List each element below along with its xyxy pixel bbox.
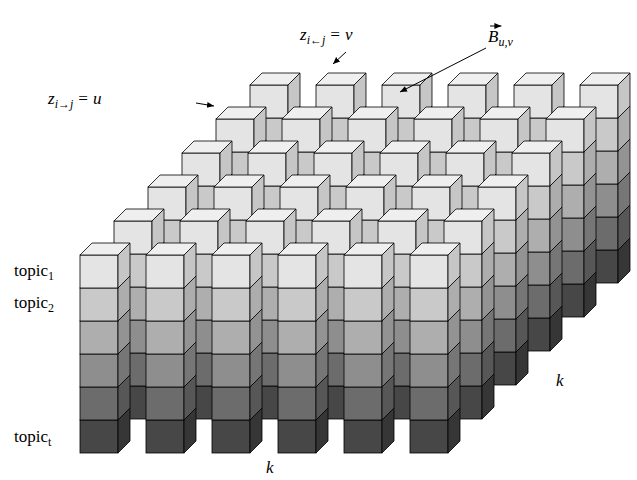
- topic-cube: [410, 243, 460, 288]
- label-text: z: [48, 89, 55, 108]
- label-text: topic: [14, 427, 48, 446]
- variable-label: zi→j= u: [48, 90, 102, 110]
- topic-label: topic2: [14, 294, 54, 314]
- label-text: topic: [14, 261, 48, 280]
- vector-arrow: [490, 26, 501, 27]
- subscript-text: i→j: [55, 97, 74, 111]
- subscript-text: u,v: [498, 35, 512, 49]
- leader-line: [400, 48, 486, 92]
- pointer-arrow: [196, 103, 214, 106]
- pointer-arrow: [333, 52, 346, 64]
- subscript-text: 1: [48, 269, 54, 283]
- subscript-text: 2: [48, 301, 54, 315]
- topic-label: topict: [14, 428, 51, 448]
- dimension-label: k: [266, 459, 274, 476]
- dimension-label: k: [556, 372, 564, 389]
- variable-label: zi←j= v: [300, 26, 353, 46]
- topic-cube: [278, 243, 328, 288]
- topic-cube: [344, 243, 394, 288]
- subscript-text: i←j: [307, 33, 326, 47]
- label-text: = u: [77, 89, 101, 108]
- topic-cube: [146, 243, 196, 288]
- topic-cube: [80, 243, 130, 288]
- subscript-text: t: [48, 435, 51, 449]
- label-text: k: [266, 458, 274, 477]
- label-text: k: [556, 371, 564, 390]
- label-text: = v: [329, 25, 352, 44]
- label-text: topic: [14, 293, 48, 312]
- label-text: z: [300, 25, 307, 44]
- label-text: B: [488, 27, 498, 46]
- vector-label: Bu,v: [488, 28, 513, 48]
- topic-cube: [212, 243, 262, 288]
- topic-label: topic1: [14, 262, 54, 282]
